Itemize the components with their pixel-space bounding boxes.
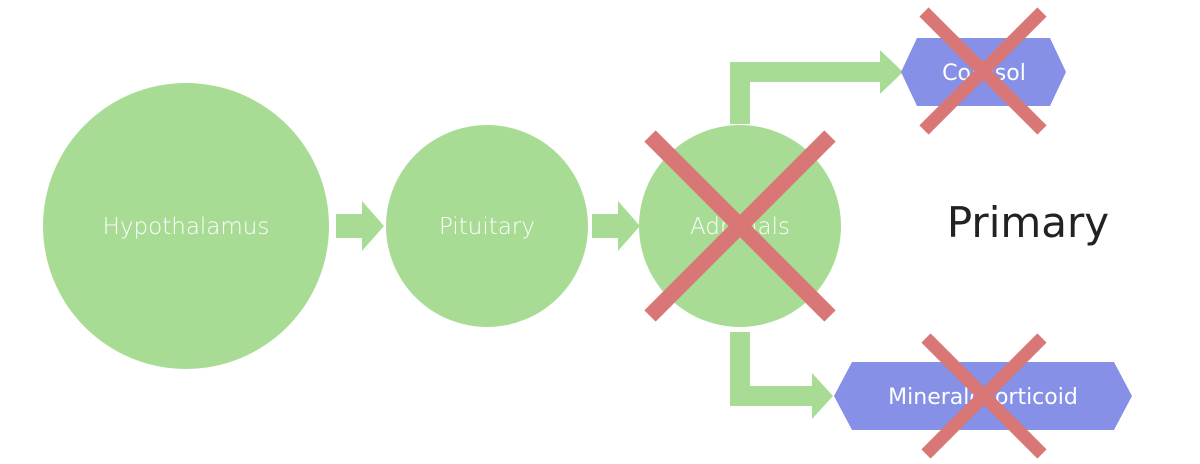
arrow-pituitary-to-adrenals — [592, 201, 640, 251]
arrow-adrenals-to-mineralocorticoid — [730, 332, 833, 419]
hypothalamus-node — [43, 83, 329, 369]
hypothalamus-label: Hypothalamus — [103, 214, 270, 240]
arrow-hypothalamus-to-pituitary — [336, 201, 384, 251]
pituitary-label: Pituitary — [439, 214, 535, 240]
mineralocorticoid-cross-mark — [921, 333, 1047, 459]
cortisol-cross-mark — [919, 7, 1047, 135]
arrow-adrenals-to-cortisol — [730, 50, 903, 124]
pituitary-node — [386, 125, 588, 327]
adrenals-cross-mark — [644, 130, 836, 322]
primary-label: Primary — [947, 198, 1109, 247]
